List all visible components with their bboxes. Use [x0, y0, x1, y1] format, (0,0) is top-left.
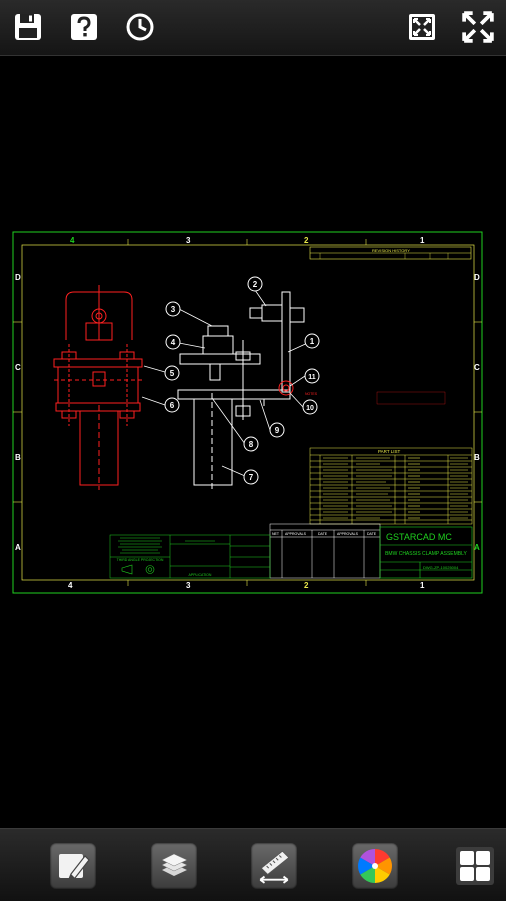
part-list-title: PART LIST	[378, 449, 401, 454]
help-button[interactable]	[66, 9, 102, 45]
red-note-text: NOTES	[305, 392, 318, 396]
svg-text:APPROVALS: APPROVALS	[285, 532, 307, 536]
markup-pen-icon	[59, 854, 90, 880]
svg-text:11: 11	[308, 374, 316, 381]
fullscreen-button[interactable]	[460, 9, 496, 45]
zone-labels: 4 3 2 1 4 3 2 1 D C B A D C B A	[15, 236, 480, 590]
application-label: APPLICATION	[189, 573, 212, 577]
layout-grid-icon	[456, 847, 494, 885]
balloon-4[interactable]: 4	[165, 334, 181, 350]
part-list-table[interactable]	[309, 447, 473, 525]
row-right-A: A	[474, 543, 480, 552]
part-list-rows-text	[323, 457, 468, 519]
drawing-border-inner	[21, 244, 475, 581]
svg-text:APPROVALS: APPROVALS	[337, 532, 359, 536]
color-wheel-icon	[358, 849, 392, 883]
save-icon	[15, 14, 41, 40]
projection-symbol	[121, 564, 155, 575]
svg-text:9: 9	[275, 426, 280, 435]
revision-history-title: REVISION HISTORY	[372, 248, 410, 253]
zone-top-4: 4	[70, 236, 75, 245]
svg-text:2: 2	[253, 280, 258, 289]
balloon-9[interactable]: 9	[269, 422, 285, 438]
row-left-D: D	[15, 273, 21, 282]
history-button[interactable]	[122, 9, 158, 45]
svg-text:DATE: DATE	[318, 532, 328, 536]
svg-text:NET: NET	[272, 532, 280, 536]
layout-button[interactable]	[452, 843, 498, 889]
svg-text:3: 3	[171, 305, 176, 314]
zone-bottom-1: 1	[420, 581, 425, 590]
svg-text:10: 10	[306, 405, 314, 412]
svg-text:1: 1	[310, 337, 315, 346]
balloon-8[interactable]: 8	[243, 436, 259, 452]
drawing-border-outer	[12, 231, 483, 594]
zoom-extents-button[interactable]	[404, 9, 440, 45]
zoom-extents-icon	[409, 14, 435, 40]
svg-text:7: 7	[249, 473, 254, 482]
svg-text:5: 5	[170, 369, 175, 378]
balloon-6[interactable]: 6	[164, 397, 180, 413]
svg-text:6: 6	[170, 401, 175, 410]
revision-history-table[interactable]: REVISION HISTORY	[309, 246, 472, 260]
company-info-text	[118, 537, 215, 554]
row-right-D: D	[474, 273, 480, 282]
zone-top-2: 2	[304, 236, 309, 245]
zone-top-3: 3	[186, 236, 191, 245]
measure-button[interactable]	[251, 843, 297, 889]
company-info-block[interactable]	[109, 534, 271, 579]
balloon-7[interactable]: 7	[243, 469, 259, 485]
svg-text:4: 4	[171, 338, 176, 347]
balloon-1[interactable]: 1	[304, 333, 320, 349]
color-button[interactable]	[352, 843, 398, 889]
row-right-B: B	[474, 453, 480, 462]
cad-drawing[interactable]: 4 3 2 1 4 3 2 1 D C B A D C B A REVISION…	[0, 56, 506, 828]
row-left-B: B	[15, 453, 21, 462]
red-side-view[interactable]	[53, 285, 143, 490]
markup-button[interactable]	[50, 843, 96, 889]
approvals-headers: NET APPROVALS DATE APPROVALS DATE	[272, 532, 377, 536]
bottom-toolbar	[0, 828, 506, 901]
row-right-C: C	[474, 363, 480, 372]
measure-icon	[259, 850, 290, 884]
zone-bottom-2: 2	[304, 581, 309, 590]
layers-button[interactable]	[151, 843, 197, 889]
title-block[interactable]	[379, 526, 473, 579]
layers-icon	[161, 853, 188, 876]
balloon-2[interactable]: 2	[247, 276, 263, 292]
help-icon	[71, 14, 97, 40]
top-toolbar	[0, 0, 506, 56]
svg-text:DATE: DATE	[367, 532, 377, 536]
title-drawing-name: BMW CHASSIS CLAMP ASSEMBLY	[385, 551, 467, 557]
drawing-canvas[interactable]: 4 3 2 1 4 3 2 1 D C B A D C B A REVISION…	[0, 56, 506, 828]
zone-top-1: 1	[420, 236, 425, 245]
white-main-view[interactable]	[177, 291, 305, 490]
projection-label: THIRD ANGLE PROJECTION	[117, 558, 164, 562]
row-left-A: A	[15, 543, 21, 552]
zone-bottom-4: 4	[68, 581, 73, 590]
leader-lines	[141, 289, 313, 477]
history-icon	[126, 13, 154, 41]
part-balloons[interactable]: 1 2 3 4 5 6 7 8 9 10 11	[164, 276, 320, 485]
balloon-10[interactable]: 10	[302, 399, 318, 415]
approvals-table[interactable]	[269, 523, 381, 579]
balloon-5[interactable]: 5	[164, 365, 180, 381]
balloon-11[interactable]: 11	[304, 368, 320, 384]
title-company: GSTARCAD MC	[386, 532, 452, 542]
fullscreen-icon	[462, 11, 494, 43]
svg-text:8: 8	[249, 440, 254, 449]
row-left-C: C	[15, 363, 21, 372]
drawing-number: DWG-ZP-10025004	[423, 565, 459, 570]
zone-ticks	[13, 239, 482, 586]
balloon-3[interactable]: 3	[165, 301, 181, 317]
red-notes-block	[376, 391, 446, 405]
save-button[interactable]	[10, 9, 46, 45]
zone-bottom-3: 3	[186, 581, 191, 590]
